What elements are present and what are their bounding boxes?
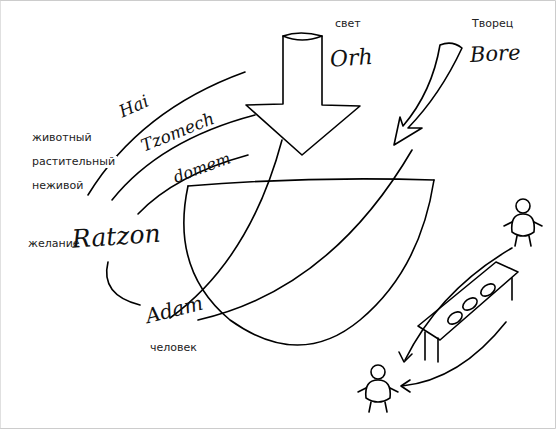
handwritten-label: Ratzon <box>69 220 163 254</box>
caption-text: неживой <box>30 180 85 192</box>
handwritten-label: domem <box>169 149 235 187</box>
caption-text: свет <box>333 18 363 30</box>
person-figure <box>358 365 398 412</box>
level-arc <box>107 262 140 305</box>
handwritten-label: Adam <box>141 291 207 327</box>
connection-line <box>198 150 412 320</box>
caption-text: животный <box>30 132 94 144</box>
level-arc <box>88 72 245 195</box>
handwritten-label: Orh <box>327 45 375 72</box>
arrowhead <box>399 352 412 362</box>
flow-arrow <box>402 322 506 386</box>
bowl-rim <box>188 179 434 186</box>
caption-text: человек <box>148 342 199 354</box>
bowl <box>184 180 434 345</box>
person-figure <box>504 199 542 246</box>
creator-arrow <box>394 43 462 145</box>
table-figure <box>418 262 518 362</box>
flow-arrow <box>405 248 512 360</box>
caption-text: Творец <box>470 18 515 30</box>
arrow-cap <box>283 36 322 40</box>
caption-text: растительный <box>30 156 117 168</box>
handwritten-label: Bore <box>467 41 523 67</box>
arrowhead <box>401 380 410 392</box>
handwritten-label: Hai <box>114 91 153 122</box>
